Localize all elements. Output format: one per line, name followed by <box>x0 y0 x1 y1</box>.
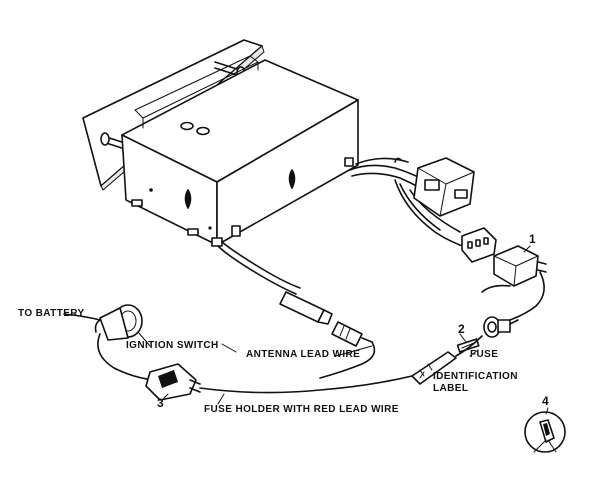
label-to-battery: TO BATTERY <box>18 308 85 319</box>
callout-3: 3 <box>157 396 164 410</box>
label-ignition-switch: IGNITION SWITCH <box>126 340 219 351</box>
antenna-lead <box>217 241 376 379</box>
mounting-studs <box>100 61 246 151</box>
connector-1 <box>493 245 547 287</box>
leader-lines <box>137 245 549 415</box>
fuse-holder-clip <box>145 363 201 401</box>
radio-unit <box>121 55 359 247</box>
label-fuse: FUSE <box>470 349 498 360</box>
callout-1: 1 <box>529 232 536 246</box>
inline-fuse-holder <box>411 351 457 385</box>
inset-item-4 <box>524 411 566 453</box>
secondary-connector <box>461 227 497 263</box>
fuse-holder-cap <box>483 316 519 338</box>
label-identification: IDENTIFICATION <box>433 371 518 382</box>
main-connector <box>413 157 475 217</box>
ignition-wire <box>97 333 155 381</box>
label-antenna-lead-wire: ANTENNA LEAD WIRE <box>246 349 360 360</box>
label-fuse-holder: FUSE HOLDER WITH RED LEAD WIRE <box>204 404 399 415</box>
label-label: LABEL <box>433 383 468 394</box>
ignition-switch <box>94 304 143 341</box>
callout-4: 4 <box>542 394 549 408</box>
fuse-wire-upper <box>509 271 545 321</box>
battery-wire <box>63 313 101 321</box>
callout-2: 2 <box>458 322 465 336</box>
fuse-wire-upper-2 <box>481 284 511 293</box>
fuse <box>456 338 480 353</box>
red-lead-wire <box>199 375 413 394</box>
red-lead-wire-2 <box>455 335 483 357</box>
